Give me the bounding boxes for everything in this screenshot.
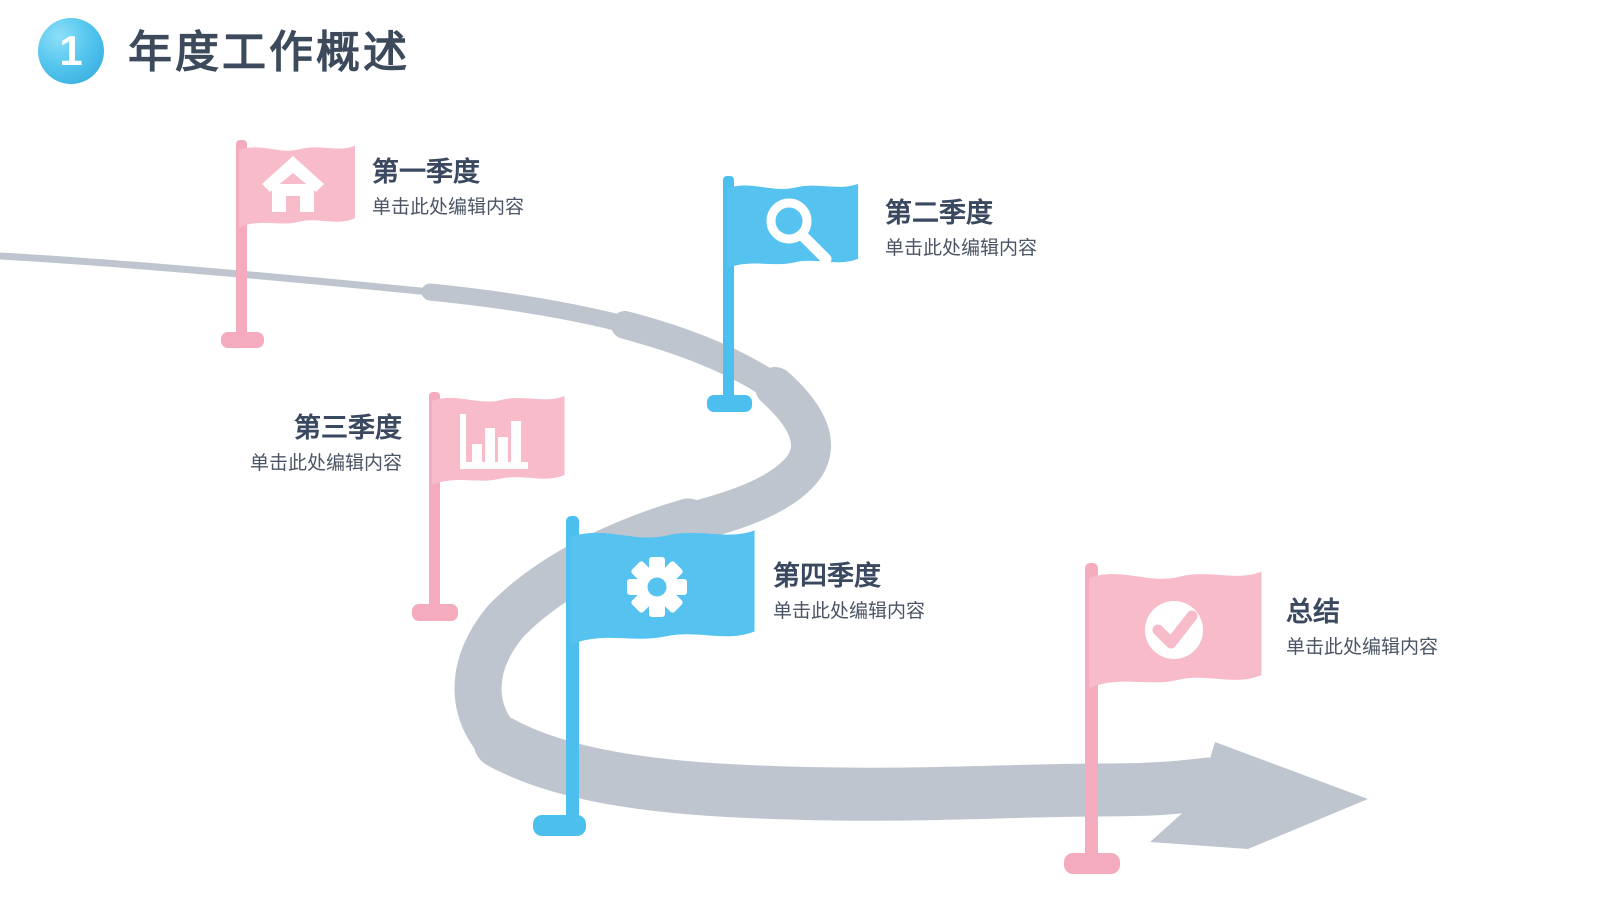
milestone-title: 第二季度 (885, 198, 993, 228)
milestone-title: 第三季度 (294, 413, 402, 443)
check-icon (1145, 601, 1203, 659)
milestone-2-flag (707, 176, 859, 412)
slide-header: 1 年度工作概述 (0, 0, 1600, 110)
flag-pole-base (412, 604, 458, 621)
gear-icon (627, 557, 687, 617)
bar-chart-icon (460, 414, 528, 469)
milestone-1-flag (221, 140, 355, 348)
milestone-4-text: 第四季度 单击此处编辑内容 (773, 561, 926, 623)
page-title: 年度工作概述 (128, 28, 410, 77)
home-icon (262, 156, 324, 212)
milestone-title: 第四季度 (773, 561, 881, 591)
road-path (0, 252, 1235, 821)
milestone-subtitle: 单击此处编辑内容 (885, 237, 1038, 259)
flag-pole-base (221, 332, 264, 348)
road-arrow-icon (1150, 742, 1368, 849)
section-number: 1 (59, 27, 83, 74)
milestone-5-text: 总结 单击此处编辑内容 (1286, 597, 1439, 659)
milestone-3-flag (412, 392, 565, 621)
milestone-5-flag (1064, 563, 1262, 874)
flag-pole-base (533, 815, 586, 836)
section-number-badge: 1 (38, 18, 104, 84)
milestone-title: 第一季度 (372, 157, 480, 187)
milestone-subtitle: 单击此处编辑内容 (372, 196, 525, 218)
milestone-subtitle: 单击此处编辑内容 (773, 600, 926, 622)
flag-pole-base (1064, 853, 1120, 874)
milestone-1-text: 第一季度 单击此处编辑内容 (372, 157, 525, 219)
milestone-2-text: 第二季度 单击此处编辑内容 (885, 198, 1038, 260)
milestone-4-flag (533, 516, 755, 836)
milestone-subtitle: 单击此处编辑内容 (249, 452, 402, 474)
milestone-3-text: 第三季度 单击此处编辑内容 (102, 413, 402, 475)
search-icon (766, 198, 832, 265)
milestone-subtitle: 单击此处编辑内容 (1286, 636, 1439, 658)
milestone-title: 总结 (1286, 597, 1340, 627)
flag-pole-base (707, 395, 752, 412)
